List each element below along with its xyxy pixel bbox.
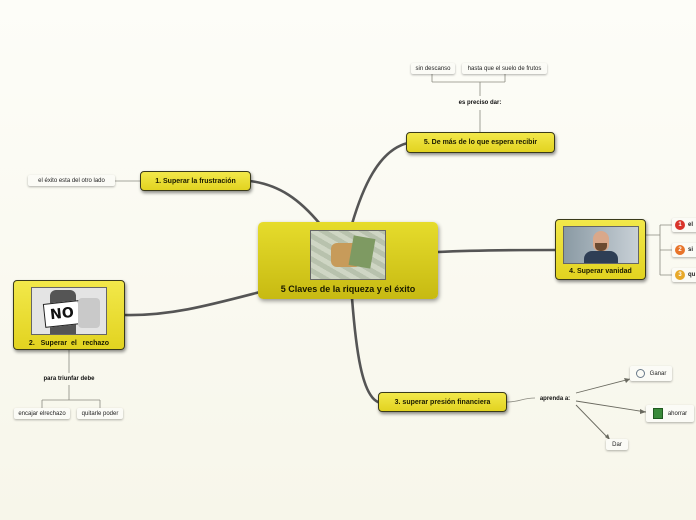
subtopic-exito-lado[interactable]: el éxito esta del otro lado [28,175,115,186]
central-label: 5 Claves de la riqueza y el éxito [280,284,416,294]
money-hand-image [310,230,386,280]
subtopic-aprenda[interactable]: aprenda a: [539,395,571,402]
topic-1-label: 1. Superar la frustración [155,177,236,185]
subtopic-sin-descanso[interactable]: sin descanso [411,63,455,74]
vanidad-item-2[interactable]: 2 si [672,243,696,257]
book-icon [652,408,663,419]
priority-1-icon: 1 [675,220,685,230]
topic-5[interactable]: 5. De más de lo que espera recibir [406,132,555,153]
branch-t3 [350,296,380,404]
subtopic-quitarle[interactable]: quitarle poder [77,408,123,419]
topic-2[interactable]: NO 2. Superar el rechazo [13,280,125,350]
topic-4-label: 4. Superar vanidad [569,268,632,275]
topic-3-label: 3. superar presión financiera [394,398,491,406]
branch-t2 [123,290,262,317]
subtopic-ahorrar[interactable]: ahorrar [646,405,694,422]
topic-2-label: 2. Superar el rechazo [28,340,110,347]
topic-1[interactable]: 1. Superar la frustración [140,171,251,191]
branch-t5 [350,141,410,226]
subtopic-es-preciso[interactable]: es preciso dar: [458,100,502,106]
subtopic-dar[interactable]: Dar [606,439,628,450]
subtopic-ganar[interactable]: Ganar [630,366,672,381]
vanidad-item-1[interactable]: 1 el [672,218,696,232]
subtopic-hasta-suelo[interactable]: hasta que el suelo de frutos [462,63,547,74]
branch-t4 [436,248,558,254]
vanidad-item-3[interactable]: 3 qu [672,268,696,282]
topic-4[interactable]: 4. Superar vanidad [555,219,646,280]
no-sign-text: NO [42,300,82,328]
priority-3-icon: 3 [675,270,685,280]
magnifier-icon [635,369,645,378]
subtopic-para-triunfar[interactable]: para triunfar debe [43,376,95,382]
central-topic[interactable]: 5 Claves de la riqueza y el éxito [258,222,438,299]
priority-2-icon: 2 [675,245,685,255]
topic-5-label: 5. De más de lo que espera recibir [423,139,538,146]
topic-3[interactable]: 3. superar presión financiera [378,392,507,412]
vanity-man-image [562,226,639,264]
no-sign-image: NO [31,287,107,335]
subtopic-encajar[interactable]: encajar elrechazo [14,408,70,419]
branch-t1 [248,179,322,226]
